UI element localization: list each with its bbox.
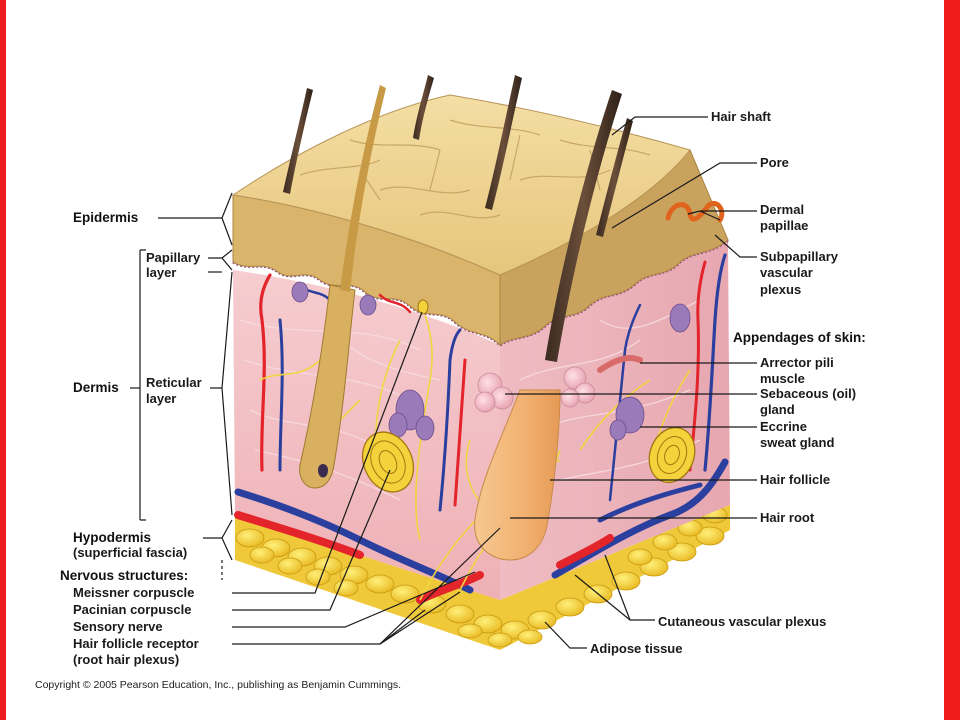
pacinian-label: Pacinian corpuscle bbox=[73, 602, 192, 617]
left-bracket-lines bbox=[130, 192, 233, 580]
subpapillary-label-line3: plexus bbox=[760, 282, 801, 297]
arrector-pili-label-line1: Arrector pili bbox=[760, 355, 834, 370]
left-red-border bbox=[0, 0, 6, 720]
hair-shafts bbox=[283, 75, 633, 362]
meissner-corpuscle bbox=[417, 299, 429, 315]
right-labels: Hair shaft Pore Dermal papillae Subpapil… bbox=[711, 109, 866, 525]
hair-follicle-label: Hair follicle bbox=[760, 472, 830, 487]
dermis-label: Dermis bbox=[73, 380, 119, 395]
pacinian-corpuscles bbox=[361, 426, 696, 493]
papillary-label-line1: Papillary bbox=[146, 250, 201, 265]
nervous-structure-leaders bbox=[232, 311, 501, 645]
copyright-text: Copyright © 2005 Pearson Education, Inc.… bbox=[35, 679, 401, 691]
left-labels: Epidermis Papillary layer Dermis Reticul… bbox=[60, 210, 202, 667]
arrector-pili-label-line2: muscle bbox=[760, 371, 805, 386]
root-hair-plexus-label: (root hair plexus) bbox=[73, 652, 179, 667]
eccrine-label-line1: Eccrine bbox=[760, 419, 807, 434]
eccrine-sweat-glands bbox=[291, 281, 691, 441]
meissner-label: Meissner corpuscle bbox=[73, 585, 194, 600]
adipose-tissue-layer bbox=[235, 505, 730, 650]
hypodermis-label: Hypodermis bbox=[73, 530, 151, 545]
cutaneous-vascular-plexus-label: Cutaneous vascular plexus bbox=[658, 614, 826, 629]
bottom-labels: Cutaneous vascular plexus Adipose tissue bbox=[590, 614, 826, 656]
reticular-label-line1: Reticular bbox=[146, 375, 202, 390]
epidermis-label: Epidermis bbox=[73, 210, 138, 225]
superficial-fascia-label: (superficial fascia) bbox=[73, 545, 187, 560]
papillary-label-line2: layer bbox=[146, 265, 176, 280]
blood-vessels bbox=[234, 253, 729, 604]
dermal-papillae-label-line1: Dermal bbox=[760, 202, 804, 217]
hair-root-label: Hair root bbox=[760, 510, 815, 525]
dermis-front-face bbox=[233, 270, 500, 600]
appendages-label: Appendages of skin: bbox=[733, 330, 866, 345]
pore-label: Pore bbox=[760, 155, 789, 170]
reticular-label-line2: layer bbox=[146, 391, 176, 406]
subpapillary-label-line1: Subpapillary bbox=[760, 249, 839, 264]
right-red-border bbox=[944, 0, 960, 720]
hair-follicle-receptor-label: Hair follicle receptor bbox=[73, 636, 199, 651]
eccrine-label-line2: sweat gland bbox=[760, 435, 834, 450]
adipose-tissue-label: Adipose tissue bbox=[590, 641, 682, 656]
dermal-papillae bbox=[665, 200, 725, 223]
subpapillary-label-line2: vascular bbox=[760, 265, 813, 280]
sensory-nerve-label: Sensory nerve bbox=[73, 619, 163, 634]
hair-shaft-label: Hair shaft bbox=[711, 109, 772, 124]
left-hair-follicle bbox=[299, 284, 356, 489]
dermal-papillae-label-line2: papillae bbox=[760, 218, 808, 233]
sebaceous-label-line1: Sebaceous (oil) bbox=[760, 386, 856, 401]
sebaceous-label-line2: gland bbox=[760, 402, 795, 417]
right-leader-lines bbox=[505, 116, 757, 649]
nervous-structures-label: Nervous structures: bbox=[60, 568, 188, 583]
